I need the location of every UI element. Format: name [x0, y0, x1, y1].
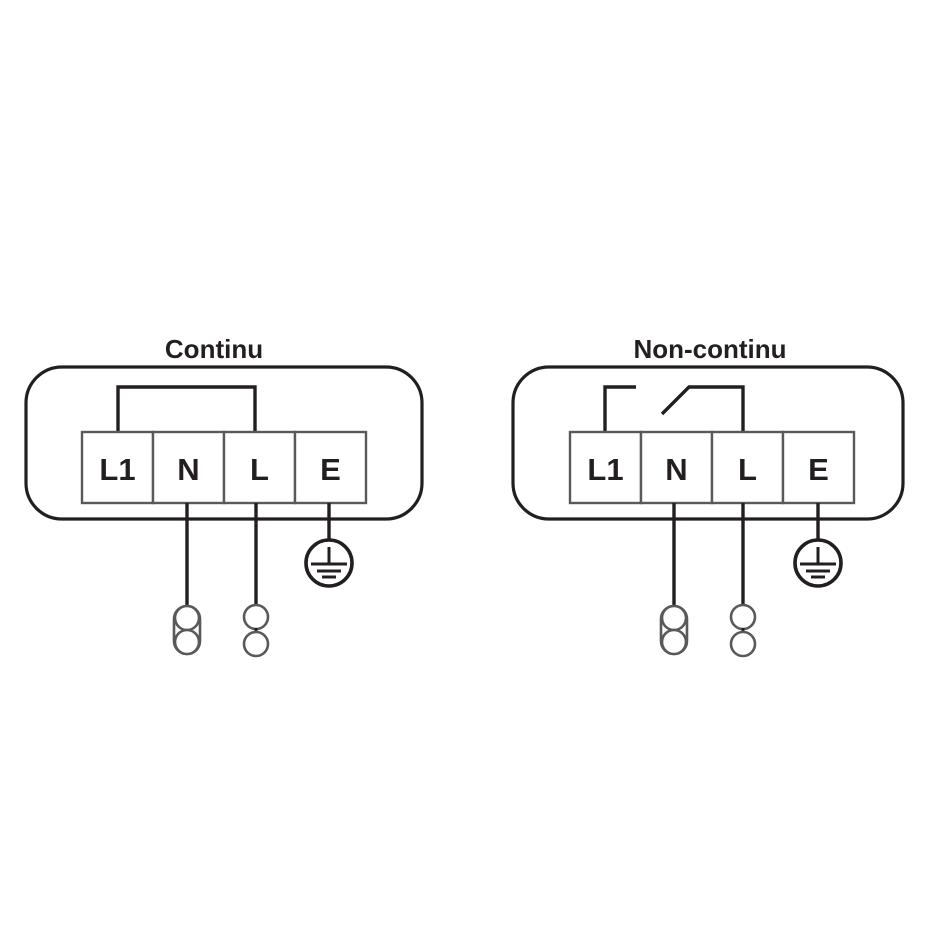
- terminal-label-l: L: [738, 452, 757, 487]
- terminal-cell-n: [151, 430, 226, 505]
- terminal-block-non-continu: L1 N L E: [568, 430, 856, 505]
- device-shell-non-continu: [511, 365, 905, 521]
- connector-capsule-pair-n-continu: [172, 604, 202, 656]
- terminal-cell-l: [710, 430, 785, 505]
- switch-blade-non-continu: [660, 385, 745, 432]
- jumper-bridge-continu: [116, 385, 257, 432]
- diagram-title-continu: Continu: [165, 334, 263, 364]
- terminal-label-e: E: [320, 452, 341, 487]
- diagram-title-non-continu: Non-continu: [633, 334, 786, 364]
- terminal-cell-l1: [80, 430, 155, 505]
- diagram-non-continu: Non-continu L1 N L E: [511, 334, 905, 658]
- terminal-block-continu: L1 N L E: [80, 430, 368, 505]
- terminal-cell-e: [293, 430, 368, 505]
- switch-left-leg-non-continu: [603, 385, 636, 432]
- diagram-continu: Continu L1 N L E: [24, 334, 424, 658]
- terminal-cell-n: [639, 430, 714, 505]
- terminal-label-n: N: [665, 452, 687, 487]
- terminal-cell-l: [222, 430, 297, 505]
- device-shell-continu: [24, 365, 424, 521]
- connector-linked-pair-l-continu: [242, 603, 270, 658]
- earth-ground-symbol-non-continu: [793, 538, 843, 588]
- terminal-cell-e: [781, 430, 856, 505]
- terminal-label-l: L: [250, 452, 269, 487]
- terminal-label-l1: L1: [587, 452, 623, 487]
- terminal-label-l1: L1: [99, 452, 135, 487]
- terminal-cell-l1: [568, 430, 643, 505]
- connector-linked-pair-l-non-continu: [729, 603, 757, 658]
- terminal-label-n: N: [177, 452, 199, 487]
- terminal-label-e: E: [808, 452, 829, 487]
- earth-ground-symbol-continu: [304, 538, 354, 588]
- connector-capsule-pair-n-non-continu: [659, 604, 689, 656]
